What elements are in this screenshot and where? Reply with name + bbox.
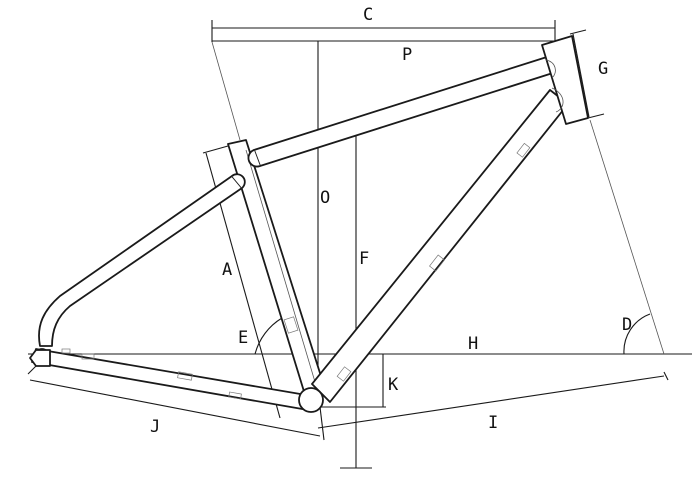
frame-tubes: [31, 35, 589, 413]
head-tube: [541, 35, 589, 125]
label-h: H: [468, 334, 478, 354]
label-c: C: [363, 5, 373, 25]
label-a: A: [222, 260, 232, 280]
label-k: K: [388, 375, 399, 395]
label-j: J: [150, 417, 160, 437]
label-i: I: [488, 413, 498, 433]
frame-decals: [61, 142, 531, 400]
rear-dropout: [27, 348, 51, 375]
label-o: O: [320, 188, 330, 208]
label-g: G: [598, 59, 608, 79]
label-d: D: [622, 315, 632, 335]
bottom-bracket: [298, 387, 324, 413]
seatstay-tube: [38, 175, 243, 347]
label-p: P: [402, 45, 412, 65]
label-f: F: [359, 249, 369, 269]
chainstay-tube: [31, 348, 313, 411]
label-e: E: [238, 328, 248, 348]
dimension-lines: [28, 20, 692, 469]
dimension-labels: C P G A O F E D H K J I: [150, 5, 632, 437]
